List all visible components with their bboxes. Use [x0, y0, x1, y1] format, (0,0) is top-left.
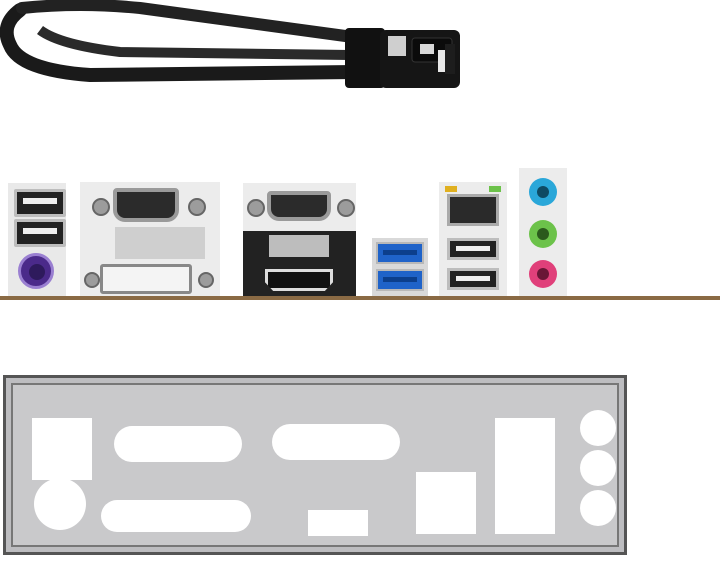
usb-a-port-icon[interactable]	[14, 189, 66, 217]
sata-cable-icon	[0, 0, 470, 100]
audio-jack-icon[interactable]	[529, 178, 557, 206]
usb2-ps2-stack	[8, 183, 66, 296]
screw-icon	[92, 198, 110, 216]
led-icon	[445, 186, 457, 192]
usb-a-port-icon[interactable]	[447, 238, 499, 260]
serial-hdmi-block	[243, 183, 356, 296]
led-icon	[489, 186, 501, 192]
dvi-port-icon[interactable]	[100, 264, 192, 294]
audio-jack-icon[interactable]	[529, 260, 557, 288]
audio-stack	[519, 168, 567, 296]
db9-port-icon[interactable]	[267, 191, 331, 221]
vga-dvi-block	[80, 182, 220, 296]
io-shield-plate-icon	[2, 374, 628, 556]
usb3-stack	[372, 238, 428, 296]
screw-icon	[84, 272, 100, 288]
usb-a-port-icon[interactable]	[376, 242, 424, 264]
board-edge	[0, 296, 720, 300]
usb-a-port-icon[interactable]	[14, 219, 66, 247]
usb-a-port-icon[interactable]	[447, 268, 499, 290]
lan-usb-stack	[439, 182, 507, 296]
usb-a-port-icon[interactable]	[376, 269, 424, 291]
screw-icon	[247, 199, 265, 217]
vga-port-icon[interactable]	[113, 188, 179, 222]
screw-icon	[198, 272, 214, 288]
screw-icon	[188, 198, 206, 216]
hdmi-port-icon[interactable]	[265, 269, 333, 291]
ps2-port-icon[interactable]	[18, 253, 54, 289]
rj45-port-icon[interactable]	[447, 194, 499, 226]
audio-jack-icon[interactable]	[529, 220, 557, 248]
screw-icon	[337, 199, 355, 217]
